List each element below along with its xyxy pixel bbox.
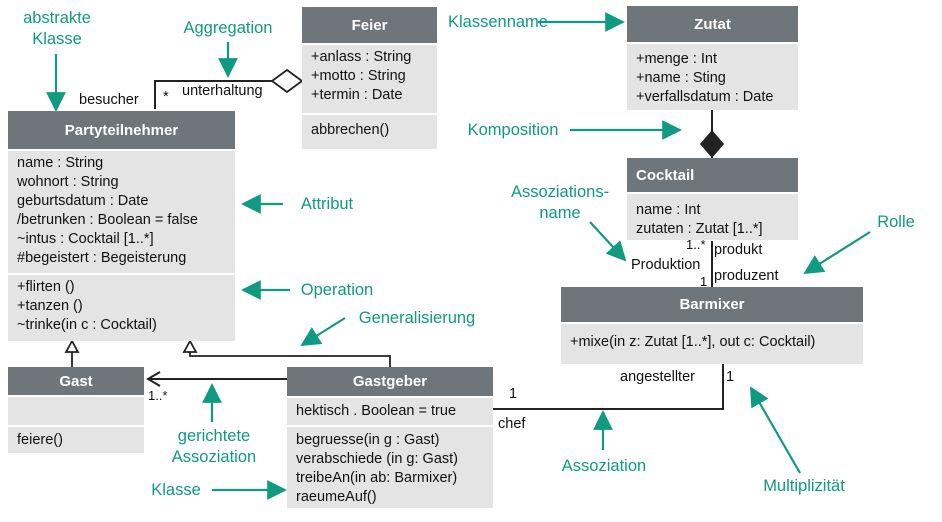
- annotation-attribut: Attribut: [300, 195, 354, 213]
- attribute-list: name : Int zutaten : Zutat [1..*]: [627, 192, 798, 240]
- annotation-aggregation: Aggregation: [183, 19, 273, 37]
- operation-list: feiere(): [8, 425, 144, 453]
- class-gastgeber[interactable]: Gastgeber hektisch . Boolean = true begr…: [287, 367, 493, 508]
- annotation-klassenname: Klassenname: [448, 13, 548, 31]
- aggregation-diamond: [270, 68, 304, 94]
- arrow-assoziationsname: [589, 221, 627, 262]
- operation: begruesse(in g : Gast): [296, 432, 440, 448]
- multiplicity-angestellter: 1: [726, 369, 735, 385]
- operation: +mixe(in z: Zutat [1..*], out c: Cocktai…: [570, 334, 816, 350]
- class-gast[interactable]: Gast feiere(): [8, 367, 144, 453]
- multiplicity-star: *: [163, 89, 169, 105]
- class-partyteilnehmer[interactable]: Partyteilnehmer name : String wohnort : …: [8, 111, 235, 341]
- association-name-produktion: Produktion: [631, 257, 701, 273]
- generalization-gast-triangle: [64, 339, 80, 353]
- operation-list: +flirten () +tanzen () ~trinke(in c : Co…: [8, 273, 235, 341]
- role-produzent: produzent: [714, 268, 779, 284]
- operation: feiere(): [17, 432, 63, 448]
- attribute-list: +anlass : String +motto : String +termin…: [302, 43, 437, 113]
- attribute: zutaten : Zutat [1..*]: [636, 221, 763, 237]
- annotation-operation: Operation: [300, 281, 374, 299]
- class-name: Gast: [8, 367, 144, 395]
- role-besucher: besucher: [79, 92, 139, 108]
- attribute: +termin : Date: [311, 87, 403, 103]
- attribute: /betrunken : Boolean = false: [17, 212, 198, 228]
- directed-association-arrowhead: [146, 371, 161, 387]
- operation: +tanzen (): [17, 298, 83, 314]
- association-name-unterhaltung: unterhaltung: [182, 83, 263, 99]
- operation-list: +mixe(in z: Zutat [1..*], out c: Cocktai…: [561, 322, 863, 364]
- attribute: +name : Sting: [636, 70, 726, 86]
- class-barmixer[interactable]: Barmixer +mixe(in z: Zutat [1..*], out c…: [561, 287, 863, 364]
- attribute-list: +menge : Int +name : Sting +verfallsdatu…: [627, 42, 798, 110]
- operation: abbrechen(): [311, 122, 390, 138]
- class-name: Feier: [302, 7, 437, 43]
- attribute-list: hektisch . Boolean = true: [287, 396, 493, 425]
- class-zutat[interactable]: Zutat +menge : Int +name : Sting +verfal…: [627, 6, 798, 110]
- operation: verabschiede (in g: Gast): [296, 451, 458, 467]
- arrow-multiplizitaet: [750, 386, 801, 474]
- attribute: name : String: [17, 155, 104, 171]
- annotation-multiplizitaet: Multiplizität: [763, 477, 845, 495]
- class-name: Barmixer: [561, 287, 863, 322]
- class-name: Cocktail: [627, 158, 798, 192]
- operation: ~trinke(in c : Cocktail): [17, 317, 157, 333]
- operation-list: begruesse(in g : Gast) verabschiede (in …: [287, 425, 493, 508]
- attribute: +motto : String: [311, 68, 406, 84]
- role-angestellter: angestellter: [620, 369, 695, 385]
- arrow-generalisierung: [300, 317, 346, 347]
- attribute: #begeistert : Begeisterung: [17, 250, 187, 266]
- attribute-list: [8, 395, 144, 425]
- operation: raeumeAuf(): [296, 489, 377, 505]
- multiplicity-cocktail: 1..*: [686, 237, 706, 252]
- annotation-gerichtete-assoziation: gerichtete Assoziation: [171, 427, 257, 466]
- multiplicity-barmixer: 1: [700, 274, 708, 289]
- annotation-rolle: Rolle: [877, 213, 915, 231]
- class-name: Gastgeber: [287, 367, 493, 396]
- arrow-rolle: [803, 231, 871, 275]
- operation-list: abbrechen(): [302, 113, 437, 149]
- attribute: +verfallsdatum : Date: [636, 89, 774, 105]
- operation: treibeAn(in ab: Barmixer): [296, 470, 458, 486]
- annotation-assoziationsname: Assoziations- name: [510, 183, 610, 222]
- annotation-klasse: Klasse: [151, 481, 201, 499]
- multiplicity-gast: 1..*: [148, 388, 168, 403]
- role-produkt: produkt: [714, 242, 763, 258]
- attribute: name : Int: [636, 202, 701, 218]
- annotation-abstrakte-klasse: abstrakte Klasse: [23, 9, 91, 48]
- role-chef: chef: [498, 416, 526, 432]
- annotation-generalisierung: Generalisierung: [358, 309, 476, 327]
- annotation-assoziation: Assoziation: [561, 457, 647, 475]
- composition-diamond: [700, 130, 724, 158]
- attribute: hektisch . Boolean = true: [296, 403, 457, 419]
- class-name: Zutat: [627, 6, 798, 42]
- class-cocktail[interactable]: Cocktail name : Int zutaten : Zutat [1..…: [627, 158, 798, 240]
- aggregation-line: [154, 80, 272, 109]
- association-gastgeber-barmixer: [493, 364, 724, 410]
- attribute: geburtsdatum : Date: [17, 193, 149, 209]
- attribute-list: name : String wohnort : String geburtsda…: [8, 149, 235, 273]
- annotation-komposition: Komposition: [467, 121, 559, 139]
- class-feier[interactable]: Feier +anlass : String +motto : String +…: [302, 7, 437, 149]
- attribute: wohnort : String: [17, 174, 119, 190]
- multiplicity-chef: 1: [509, 386, 518, 402]
- attribute: ~intus : Cocktail [1..*]: [17, 231, 154, 247]
- operation: +flirten (): [17, 279, 75, 295]
- generalization-gastgeber-triangle: [182, 339, 198, 353]
- class-name: Partyteilnehmer: [8, 111, 235, 149]
- attribute: +menge : Int: [636, 51, 718, 67]
- attribute: +anlass : String: [311, 49, 412, 65]
- generalization-gastgeber-line: [189, 352, 391, 367]
